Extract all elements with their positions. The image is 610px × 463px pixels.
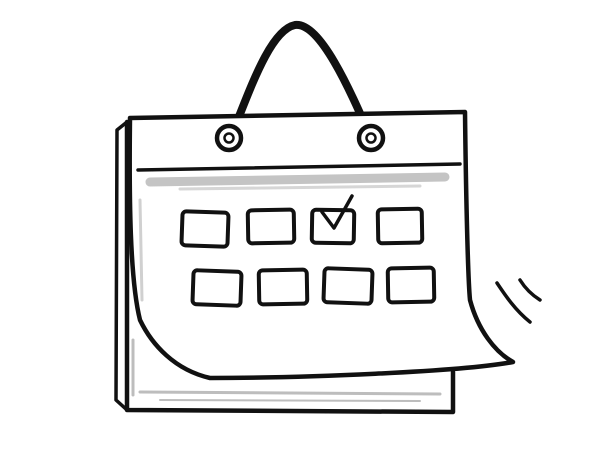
ring-icon-right (356, 123, 386, 153)
motion-lines-icon (495, 278, 542, 324)
checkmark-icon (320, 194, 354, 230)
date-cell (190, 268, 244, 308)
date-cell (385, 265, 437, 305)
date-cell (375, 206, 425, 246)
date-cell (179, 209, 231, 249)
ring-icon-left (214, 123, 244, 153)
hanger-handle-icon (228, 21, 374, 140)
date-cell (256, 267, 310, 307)
calendar-front-page (127, 109, 516, 381)
date-cell (321, 266, 375, 306)
date-grid (179, 206, 437, 308)
date-cell (245, 207, 297, 246)
